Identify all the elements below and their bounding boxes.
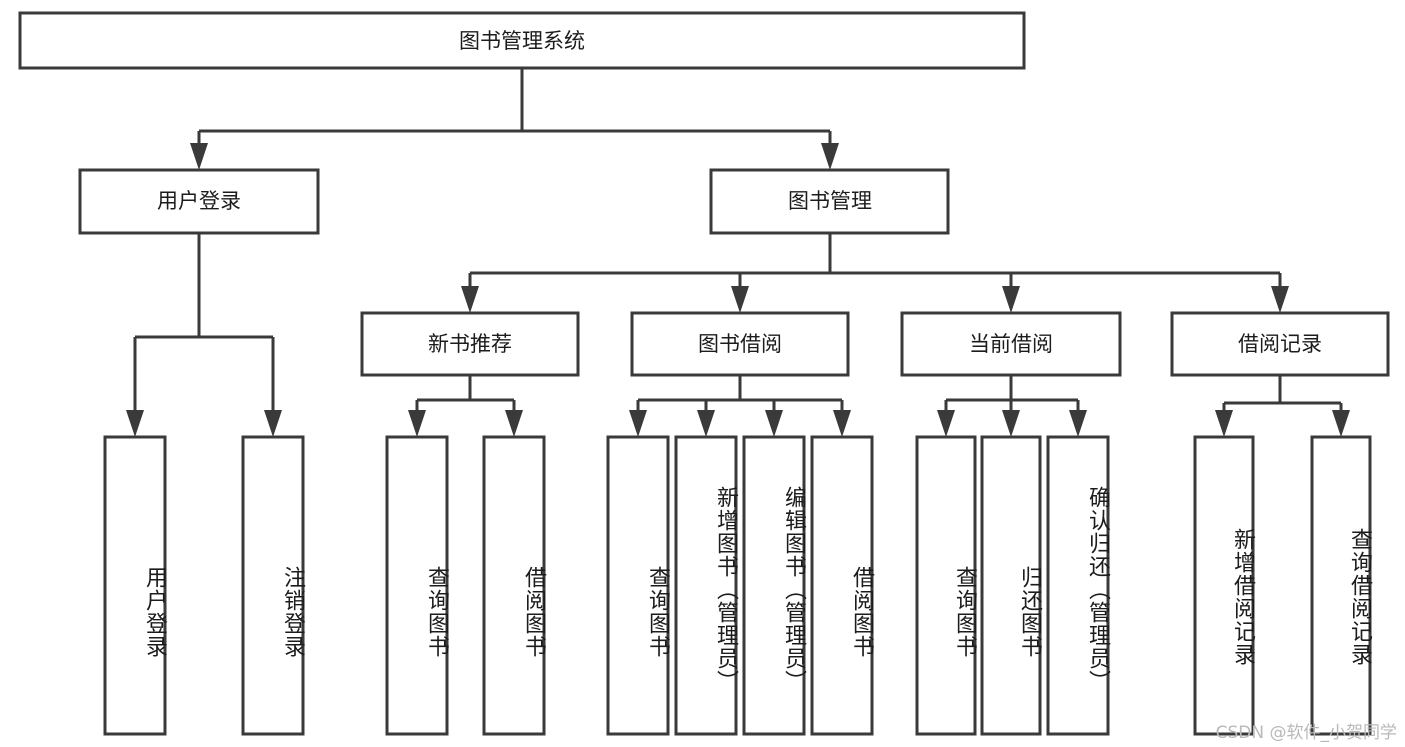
connector-group-borrow-records [1215,375,1350,437]
node-root-system[interactable]: 图书管理系统 [18,11,1026,70]
connector-group-root [190,68,839,170]
connector-group-current-borrow [937,375,1087,437]
arrow-head-icon [126,410,144,437]
arrow-head-icon [697,410,715,437]
arrow-head-icon [1069,410,1087,437]
leaf-box-return-book[interactable] [980,435,1042,736]
arrow-head-icon [461,286,479,313]
connector-group-book-mgmt [461,233,1289,313]
leaf-box-borrow-book[interactable] [810,435,874,736]
node-label-root: 图书管理系统 [459,29,585,53]
node-book-management[interactable]: 图书管理 [709,168,950,235]
arrow-head-icon [264,410,282,437]
arrow-head-icon [505,410,523,437]
node-new-book-recommend[interactable]: 新书推荐 [360,311,580,377]
arrow-head-icon [1002,410,1020,437]
arrow-head-icon [731,286,749,313]
leaf-box-query-book-new[interactable] [385,435,449,736]
node-label-current-borrow: 当前借阅 [969,332,1053,356]
node-current-borrow[interactable]: 当前借阅 [900,311,1122,377]
node-box-book-borrow[interactable] [630,311,850,377]
connector-group-book-borrow [629,375,851,437]
leaf-box-user-logout[interactable] [241,435,305,736]
arrow-head-icon [1002,286,1020,313]
arrow-head-icon [1271,286,1289,313]
node-box-current-borrow[interactable] [900,311,1122,377]
arrow-head-icon [190,143,208,170]
csdn-watermark: CSDN @软件_小贺同学 [1215,723,1397,743]
leaf-box-group [103,435,1372,736]
leaf-box-query-book-cur[interactable] [915,435,977,736]
arrow-head-icon [408,410,426,437]
arrow-head-icon [821,143,839,170]
leaf-box-edit-book-admin[interactable] [742,435,806,736]
arrow-head-icon [765,410,783,437]
node-box-user-login[interactable] [78,168,320,235]
connector-group-user-login [126,233,282,437]
connector-group-new-book [408,375,523,437]
arrow-head-icon [629,410,647,437]
node-box-root[interactable] [18,11,1026,70]
node-user-login[interactable]: 用户登录 [78,168,320,235]
arrow-head-icon [937,410,955,437]
leaf-box-user-login[interactable] [103,435,167,736]
node-book-borrow[interactable]: 图书借阅 [630,311,850,377]
leaf-box-query-record[interactable] [1310,435,1372,736]
node-label-book-borrow: 图书借阅 [698,332,782,356]
leaf-box-add-record[interactable] [1193,435,1255,736]
node-label-user-login: 用户登录 [157,189,241,213]
leaf-box-add-book-admin[interactable] [674,435,738,736]
leaf-box-borrow-book-new[interactable] [482,435,546,736]
node-label-book-management: 图书管理 [788,189,872,213]
node-box-borrow-records[interactable] [1170,311,1390,377]
node-borrow-records[interactable]: 借阅记录 [1170,311,1390,377]
arrow-head-icon [833,410,851,437]
arrow-head-icon [1215,410,1233,437]
leaf-box-confirm-return[interactable] [1046,435,1110,736]
node-box-new-book-recommend[interactable] [360,311,580,377]
node-label-new-book-recommend: 新书推荐 [428,332,512,356]
node-box-book-management[interactable] [709,168,950,235]
arrow-head-icon [1332,410,1350,437]
node-label-borrow-records: 借阅记录 [1238,332,1322,356]
leaf-box-query-book[interactable] [606,435,670,736]
